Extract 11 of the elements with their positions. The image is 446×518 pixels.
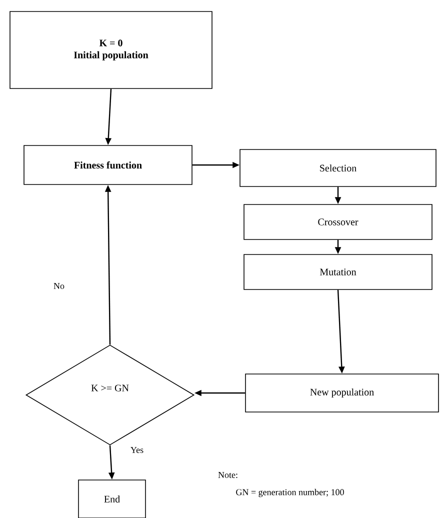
note-text: GN = generation number; 100: [236, 488, 344, 498]
process-box: K = 0 Initial population: [10, 11, 212, 89]
process-box: Crossover: [244, 204, 432, 240]
process-box: Selection: [240, 149, 436, 187]
process-box: End: [78, 480, 146, 518]
edge-label: No: [52, 282, 66, 290]
note-text: Note:: [218, 472, 238, 478]
process-box: Fitness function: [24, 145, 192, 185]
process-box: New population: [245, 374, 439, 412]
edge-label: Yes: [129, 446, 145, 454]
process-box: Mutation: [244, 254, 432, 290]
